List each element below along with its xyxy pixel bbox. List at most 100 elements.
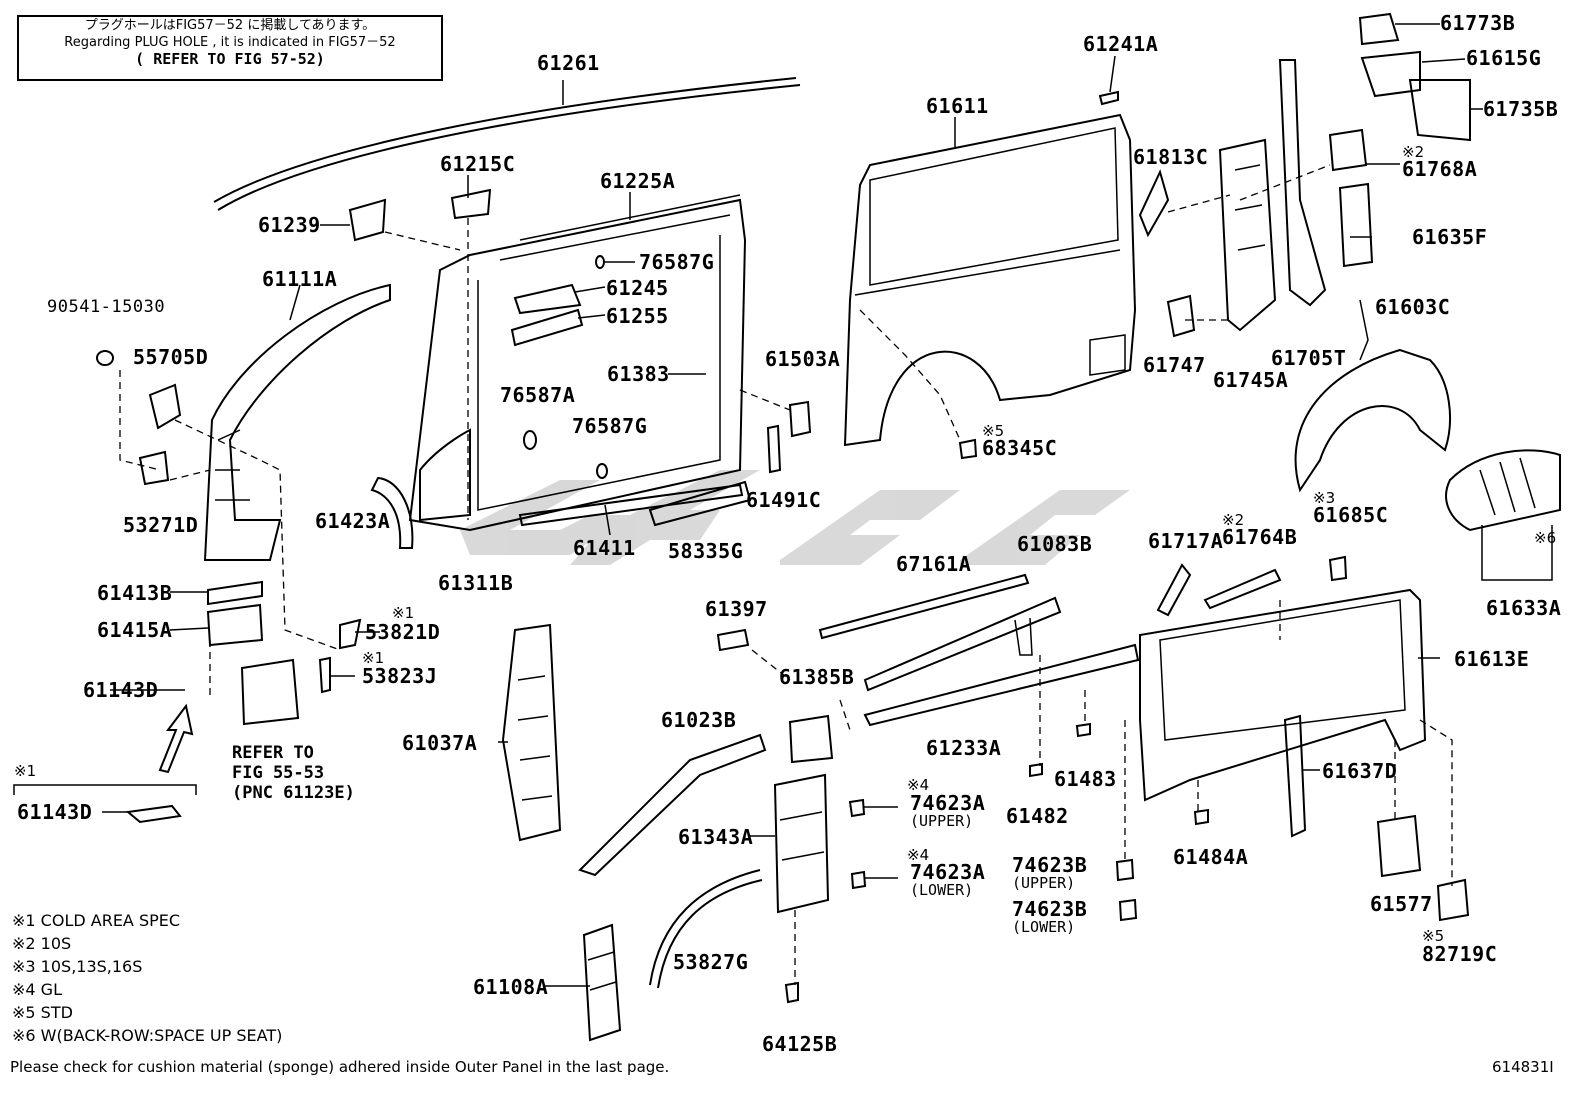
part-74623-pads — [848, 798, 1138, 922]
note-mark-3: ※3 — [1313, 489, 1336, 507]
part-label-61633A[interactable]: 61633A — [1486, 596, 1562, 620]
part-61633A-cover — [1445, 449, 1561, 581]
part-label-61023B[interactable]: 61023B — [661, 708, 737, 732]
part-label-53821D[interactable]: 53821D — [365, 620, 441, 644]
arrow-indicator — [158, 703, 194, 774]
note-mark-1b: ※1 — [362, 649, 385, 667]
part-label-61745A[interactable]: 61745A — [1213, 368, 1289, 392]
part-61577-82719C — [1376, 814, 1470, 922]
part-label-61482[interactable]: 61482 — [1006, 804, 1069, 828]
part-label-61245[interactable]: 61245 — [606, 276, 669, 300]
part-label-74623A-upper[interactable]: 74623A — [910, 791, 986, 815]
part-label-61383[interactable]: 61383 — [607, 362, 670, 386]
part-label-74623A-lower[interactable]: 74623A — [910, 860, 986, 884]
part-label-61411[interactable]: 61411 — [573, 536, 636, 560]
part-label-61735B[interactable]: 61735B — [1483, 97, 1559, 121]
plug-hole-notice: プラグホールはFIG57－52 に掲載してあります。 Regarding PLU… — [17, 15, 443, 81]
part-label-68345C[interactable]: 68345C — [982, 436, 1058, 460]
part-label-58335G[interactable]: 58335G — [668, 539, 744, 563]
part-label-61491C[interactable]: 61491C — [746, 488, 822, 512]
part-61613E-inner-panel — [1139, 588, 1427, 802]
leader-lines — [102, 23, 1483, 987]
part-label-61615G[interactable]: 61615G — [1466, 46, 1542, 70]
part-label-61225A[interactable]: 61225A — [600, 169, 676, 193]
part-label-76587A[interactable]: 76587A — [500, 383, 576, 407]
part-label-61415A[interactable]: 61415A — [97, 618, 173, 642]
part-label-61717A[interactable]: 61717A — [1148, 529, 1224, 553]
part-58335G-sill — [648, 480, 752, 527]
part-label-61215C[interactable]: 61215C — [440, 152, 516, 176]
part-label-53827G[interactable]: 53827G — [673, 950, 749, 974]
part-label-61685C[interactable]: 61685C — [1313, 503, 1389, 527]
part-label-61813C[interactable]: 61813C — [1133, 145, 1209, 169]
part-61037A-pillar — [501, 623, 562, 842]
part-label-74623B-upper[interactable]: 74623B — [1012, 853, 1088, 877]
part-label-61503A[interactable]: 61503A — [765, 347, 841, 371]
part-label-61255[interactable]: 61255 — [606, 304, 669, 328]
part-label-61484A[interactable]: 61484A — [1173, 845, 1249, 869]
part-label-82719C[interactable]: 82719C — [1422, 942, 1498, 966]
note-mark-5a: ※5 — [982, 422, 1005, 440]
part-61717A-61764B-61685C-brackets — [1156, 555, 1348, 617]
part-61261-roof-rail — [213, 77, 801, 211]
part-label-53271D[interactable]: 53271D — [123, 513, 199, 537]
note-mark-1c: ※1 — [14, 762, 37, 780]
part-label-61603C[interactable]: 61603C — [1375, 295, 1451, 319]
part-label-61083B[interactable]: 61083B — [1017, 532, 1093, 556]
part-label-61143D-main[interactable]: 61143D — [83, 678, 159, 702]
part-61143D-bracket — [13, 784, 197, 824]
part-61215C-bracket — [450, 188, 492, 220]
part-label-76587G-mid[interactable]: 76587G — [572, 414, 648, 438]
part-53821D-53823J-clips — [318, 618, 362, 694]
part-label-61239[interactable]: 61239 — [258, 213, 321, 237]
dashed-guide-lines — [119, 164, 1453, 985]
part-label-61705T[interactable]: 61705T — [1271, 346, 1347, 370]
part-label-64125B[interactable]: 64125B — [762, 1032, 838, 1056]
part-68345C-plug — [958, 438, 978, 460]
part-label-61577[interactable]: 61577 — [1370, 892, 1433, 916]
part-label-61768A[interactable]: 61768A — [1402, 157, 1478, 181]
part-label-61037A[interactable]: 61037A — [402, 731, 478, 755]
part-64125B-clip — [784, 981, 799, 1004]
part-label-61764B[interactable]: 61764B — [1222, 525, 1298, 549]
part-label-61385B[interactable]: 61385B — [779, 665, 855, 689]
part-label-61423A[interactable]: 61423A — [315, 509, 391, 533]
legend-item-2: ※2 10S — [12, 934, 72, 953]
part-label-74623B-lower[interactable]: 74623B — [1012, 897, 1088, 921]
part-label-61233A[interactable]: 61233A — [926, 736, 1002, 760]
door-lock-refer-line1: REFER TO — [232, 743, 314, 763]
part-label-61343A[interactable]: 61343A — [678, 825, 754, 849]
part-label-61241A[interactable]: 61241A — [1083, 32, 1159, 56]
part-label-61111A[interactable]: 61111A — [262, 267, 338, 291]
part-label-61747[interactable]: 61747 — [1143, 353, 1206, 377]
part-label-76587G-top[interactable]: 76587G — [639, 250, 715, 274]
part-label-61483[interactable]: 61483 — [1054, 767, 1117, 791]
part-61245-bracket — [513, 283, 582, 315]
part-label-61611[interactable]: 61611 — [926, 94, 989, 118]
part-61411-rocker — [518, 483, 744, 536]
part-label-61413B[interactable]: 61413B — [97, 581, 173, 605]
label-lower-b: (LOWER) — [1012, 918, 1076, 936]
part-label-90541-15030[interactable]: 90541-15030 — [47, 297, 166, 317]
legend-item-6: ※6 W(BACK-ROW:SPACE UP SEAT) — [12, 1026, 283, 1045]
part-label-61637D[interactable]: 61637D — [1322, 759, 1398, 783]
part-label-61773B[interactable]: 61773B — [1440, 11, 1516, 35]
part-label-61261[interactable]: 61261 — [537, 51, 600, 75]
part-label-61108A[interactable]: 61108A — [473, 975, 549, 999]
part-label-67161A[interactable]: 67161A — [896, 552, 972, 576]
part-door-lock-ref — [240, 658, 300, 726]
part-label-61613E[interactable]: 61613E — [1454, 647, 1530, 671]
part-label-61143D-cold[interactable]: 61143D — [17, 800, 93, 824]
notice-japanese: プラグホールはFIG57－52 に掲載してあります。 — [84, 18, 376, 33]
part-label-61397[interactable]: 61397 — [705, 597, 768, 621]
part-label-61311B[interactable]: 61311B — [438, 571, 514, 595]
part-61705T-rear-pillar-inner — [1278, 59, 1327, 307]
part-label-55705D[interactable]: 55705D — [133, 345, 209, 369]
part-label-61635F[interactable]: 61635F — [1412, 225, 1488, 249]
part-61241A-clip — [1098, 90, 1119, 106]
note-mark-6: ※6 — [1534, 529, 1557, 547]
part-label-53823J[interactable]: 53823J — [362, 664, 438, 688]
legend-item-1: ※1 COLD AREA SPEC — [12, 911, 181, 930]
note-mark-4a: ※4 — [907, 776, 930, 794]
